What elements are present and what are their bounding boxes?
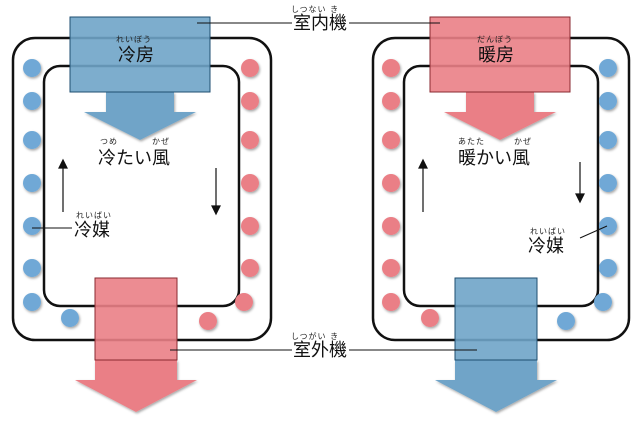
- heating-mode-reading: だんぼう: [477, 35, 513, 44]
- indoor-unit-cooling: [69, 16, 211, 93]
- heating-refrigerant-label: 冷媒: [528, 236, 564, 257]
- refrigerant-dot-warm: [241, 174, 259, 192]
- warm-air-arrow: [444, 92, 556, 140]
- refrigerant-dot-warm: [382, 92, 400, 110]
- refrigerant-dot-warm: [241, 59, 259, 77]
- cooling-refrigerant-particles: [23, 59, 259, 330]
- refrigerant-dot-warm: [382, 259, 400, 277]
- refrigerant-dot-warm: [382, 174, 400, 192]
- cool-air-arrow: [84, 92, 196, 140]
- refrigerant-pointer-line: [579, 225, 608, 239]
- outdoor-unit-label: 室外機: [293, 340, 347, 361]
- refrigerant-dot-cool: [61, 309, 79, 327]
- refrigerant-dot-cool: [599, 92, 617, 110]
- refrigerant-dot-cool: [23, 92, 41, 110]
- refrigerant-dot-cool: [599, 259, 617, 277]
- refrigerant-dot-cool: [23, 131, 41, 149]
- cooling-mode-reading: れいぼう: [116, 35, 152, 44]
- refrigerant-dot-cool: [599, 131, 617, 149]
- refrigerant-dot-warm: [382, 293, 400, 311]
- heating-refrigerant-particles: [382, 59, 617, 330]
- indoor-unit-reading: しつない き: [291, 5, 340, 14]
- refrigerant-dot-cool: [599, 59, 617, 77]
- heating-wind-label: 暖かい風: [458, 148, 530, 169]
- refrigerant-dot-cool: [23, 293, 41, 311]
- refrigerant-dot-warm: [382, 131, 400, 149]
- cooling-wind-reading-2: かぜ: [152, 137, 170, 146]
- outdoor-unit-cooling: [94, 277, 178, 361]
- refrigerant-dot-warm: [241, 259, 259, 277]
- cooling-wind-reading-1: つめ: [100, 137, 118, 146]
- refrigerant-dot-cool: [599, 174, 617, 192]
- cooling-refrigerant-reading: れいばい: [76, 211, 112, 220]
- refrigerant-dot-warm: [199, 312, 217, 330]
- outdoor-unit-reading: しつがい き: [291, 332, 340, 341]
- refrigerant-dot-cool: [23, 259, 41, 277]
- outdoor-unit-heating: [454, 277, 538, 361]
- flow-arrow-up: [58, 158, 68, 212]
- heating-panel: [371, 16, 631, 412]
- indoor-unit-heating: [429, 16, 571, 93]
- refrigerant-dot-cool: [599, 217, 617, 235]
- cold-air-arrow: [435, 360, 557, 412]
- refrigerant-dot-cool: [23, 217, 41, 235]
- refrigerant-dot-cool: [557, 312, 575, 330]
- refrigerant-dot-cool: [23, 59, 41, 77]
- hot-air-arrow: [75, 360, 197, 412]
- refrigerant-dot-warm: [382, 59, 400, 77]
- cooling-refrigerant-label: 冷媒: [74, 220, 110, 241]
- cooling-mode-label: 冷房: [118, 45, 154, 66]
- heating-wind-reading-2: かぜ: [514, 137, 532, 146]
- indoor-unit-label: 室内機: [293, 13, 347, 34]
- cooling-wind-label: 冷たい風: [98, 148, 170, 169]
- refrigerant-dot-warm: [241, 217, 259, 235]
- flow-arrow-down: [575, 162, 585, 204]
- flow-arrow-down: [211, 168, 221, 216]
- refrigerant-dot-cool: [23, 174, 41, 192]
- heating-refrigerant-reading: れいばい: [530, 227, 566, 236]
- refrigerant-dot-warm: [421, 309, 439, 327]
- refrigerant-dot-warm: [235, 293, 253, 311]
- refrigerant-dot-warm: [241, 92, 259, 110]
- cooling-panel: [11, 16, 273, 412]
- heating-mode-label: 暖房: [478, 45, 514, 66]
- refrigerant-dot-warm: [241, 131, 259, 149]
- refrigerant-dot-warm: [382, 217, 400, 235]
- refrigerant-dot-cool: [594, 293, 612, 311]
- heating-wind-reading-1: あたた: [458, 137, 485, 146]
- flow-arrow-up: [418, 158, 428, 212]
